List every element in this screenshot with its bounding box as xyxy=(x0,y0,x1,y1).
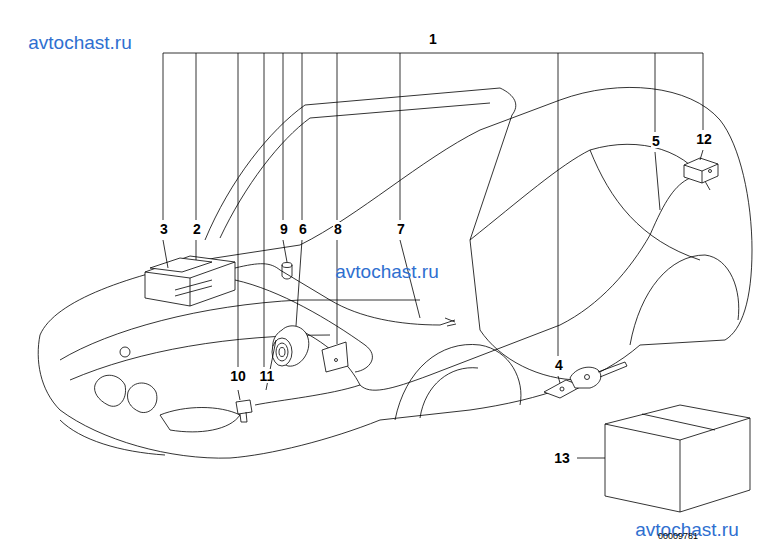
watermark: avtochast.ru xyxy=(335,262,439,281)
callout-number: 8 xyxy=(333,222,343,236)
callout-number: 7 xyxy=(396,222,406,236)
callout-number: 9 xyxy=(279,222,289,236)
callout-number: 11 xyxy=(259,369,276,383)
callout-number: 6 xyxy=(298,222,308,236)
drawing-number: 00009781 xyxy=(658,532,698,541)
callout-number: 10 xyxy=(229,369,247,383)
callout-number: 13 xyxy=(553,451,571,465)
callout-number: 2 xyxy=(192,222,202,236)
callout-number: 5 xyxy=(651,134,661,148)
callout-number: 4 xyxy=(554,358,564,372)
callout-number: 3 xyxy=(159,222,169,236)
watermark: avtochast.ru xyxy=(28,33,132,52)
callout-number: 1 xyxy=(428,32,438,46)
callout-number: 12 xyxy=(695,132,713,146)
